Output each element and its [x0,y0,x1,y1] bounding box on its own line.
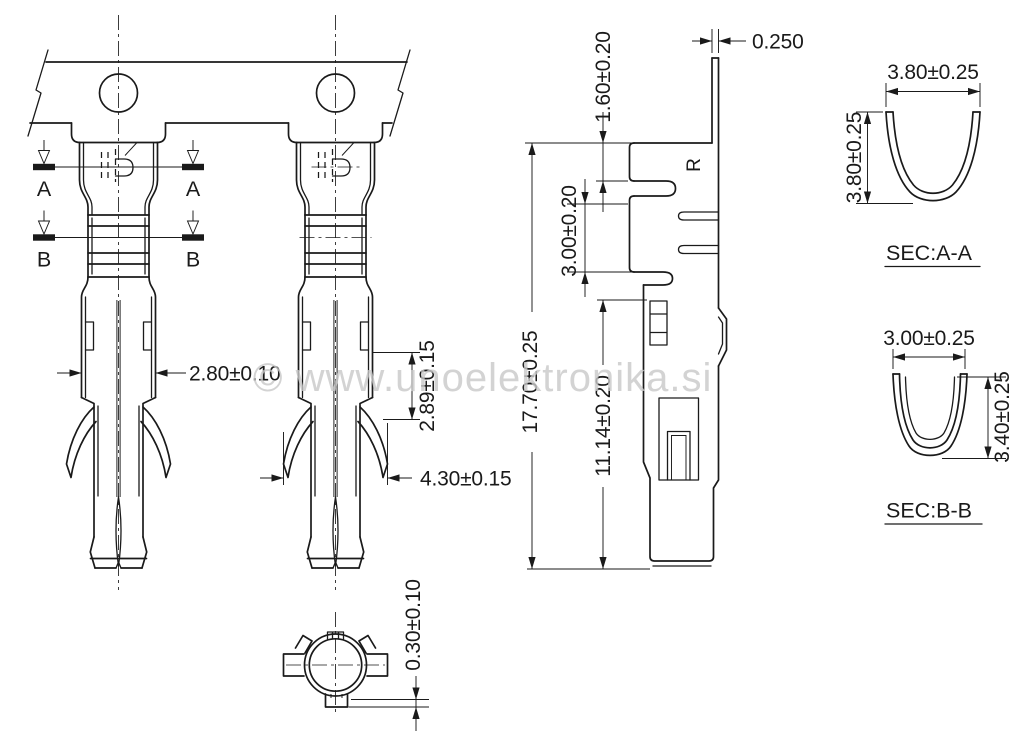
section-a-label-left: A [37,177,52,201]
dim-bottom-tab: 0.30±0.10 [402,579,425,670]
retention-lance [717,307,728,367]
dim-secaa-depth: 3.80±0.25 [843,112,866,203]
section-cut-markers: A A B B [33,140,204,272]
section-arrow-icon [186,220,200,236]
terminal-bottom-view: 0.30±0.10 [282,579,429,731]
dim-thickness: 0.250 [752,31,804,54]
dim-contact-width: 2.80±0.10 [189,363,280,386]
section-aa-title: SEC:A-A [886,241,973,265]
section-arrow-icon [186,150,200,165]
section-bb-title: SEC:B-B [886,499,972,523]
right-crimp-tab [366,653,389,677]
dim-secaa-width: 3.80±0.25 [887,61,978,84]
dim-secbb-depth: 3.40±0.25 [991,371,1014,462]
dim-wing-span: 4.30±0.15 [420,468,511,491]
left-crimp-tab [282,653,305,677]
stamp-mark-side: R [684,158,705,172]
bottom-tab [324,693,349,708]
terminal-front-view-1 [67,15,171,590]
section-aa-view: 3.80±0.25 3.80±0.25 SEC:A-A [843,61,981,268]
crimp-window [658,397,700,481]
section-b-label-left: B [37,248,51,272]
dim-crimp-length: 11.14±0.20 [592,375,615,476]
section-b-label-right: B [186,248,200,272]
terminal-front-view-2 [284,15,388,590]
upper-right-tab [358,634,377,654]
section-arrow-icon [37,150,51,165]
dim-tab-height: 1.60±0.20 [592,31,615,122]
dim-secbb-width: 3.00±0.25 [883,327,974,350]
upper-left-tab [294,634,313,654]
watermark: © www.unoelektronika.si [253,356,712,400]
front-view-dimensions: 2.80±0.10 2.89±0.15 4.30±0.15 [57,340,512,491]
carrier-strip [27,49,411,137]
section-a-label-right: A [186,177,201,201]
section-bb-view: 3.00±0.25 3.40±0.25 SEC:B-B [883,327,1014,525]
dim-tine-length: 2.89±0.15 [416,340,439,431]
terminal-side-view: R [628,57,728,567]
dim-slot-height: 3.00±0.20 [558,185,581,276]
dim-overall-length: 17.70±0.25 [519,331,542,434]
section-arrow-icon [37,220,51,236]
locking-lance-detail [649,300,668,346]
side-view-dimensions: 0.250 1.60±0.20 3.00±0.20 17.70±0.25 11.… [519,29,804,570]
